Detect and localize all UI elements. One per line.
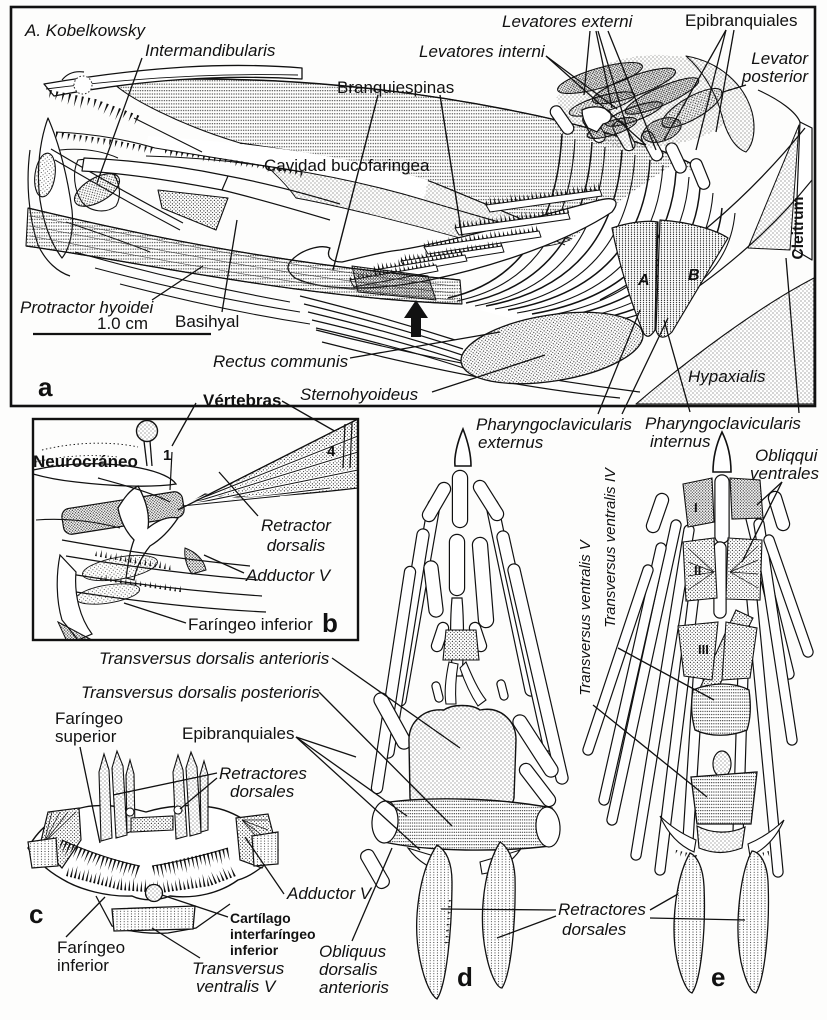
svg-text:II: II	[694, 563, 701, 578]
svg-text:Pharyngoclavicularis: Pharyngoclavicularis	[645, 414, 801, 433]
svg-text:Transversus: Transversus	[192, 959, 285, 978]
svg-text:Cleitrum: Cleitrum	[790, 197, 807, 260]
svg-text:dorsalis: dorsalis	[267, 536, 326, 555]
svg-text:Faríngeo: Faríngeo	[57, 938, 125, 957]
svg-text:Sternohyoideus: Sternohyoideus	[300, 385, 419, 404]
svg-text:interfaríngeo: interfaríngeo	[230, 926, 316, 942]
svg-text:Branquiespinas: Branquiespinas	[337, 78, 454, 97]
svg-text:d: d	[457, 962, 473, 992]
svg-text:Adductor V: Adductor V	[245, 566, 332, 585]
svg-text:externus: externus	[478, 433, 544, 452]
svg-text:ventralis V: ventralis V	[196, 977, 277, 996]
svg-text:Levatores interni: Levatores interni	[419, 42, 546, 61]
svg-text:Rectus communis: Rectus communis	[213, 352, 349, 371]
svg-text:Obliquus: Obliquus	[319, 942, 387, 961]
svg-text:c: c	[29, 899, 43, 929]
svg-text:Vértebras: Vértebras	[203, 391, 281, 410]
svg-text:Epibranquiales: Epibranquiales	[182, 724, 294, 743]
svg-text:Cavidad bucofaringea: Cavidad bucofaringea	[264, 156, 430, 175]
svg-text:Retractores: Retractores	[219, 764, 307, 783]
svg-text:Transversus dorsalis anteriori: Transversus dorsalis anterioris	[99, 649, 330, 668]
svg-text:A. Kobelkowsky: A. Kobelkowsky	[24, 21, 146, 40]
svg-text:Protractor hyoidei: Protractor hyoidei	[20, 298, 154, 317]
svg-text:III: III	[698, 642, 709, 657]
svg-text:B: B	[688, 267, 700, 284]
svg-text:Adductor V: Adductor V	[286, 884, 373, 903]
svg-text:Faríngeo: Faríngeo	[55, 709, 123, 728]
svg-text:Intermandibularis: Intermandibularis	[145, 41, 276, 60]
svg-text:a: a	[38, 372, 53, 402]
svg-text:Transversus ventralis IV: Transversus ventralis IV	[602, 466, 619, 628]
svg-text:Hypaxialis: Hypaxialis	[688, 367, 766, 386]
svg-text:1: 1	[163, 447, 171, 464]
svg-text:posterior: posterior	[741, 67, 809, 86]
svg-text:ventrales: ventrales	[750, 464, 819, 483]
svg-text:internus: internus	[650, 432, 711, 451]
svg-text:Levatores externi: Levatores externi	[502, 12, 634, 31]
svg-text:Faríngeo inferior: Faríngeo inferior	[188, 615, 313, 634]
svg-text:dorsalis: dorsalis	[319, 960, 378, 979]
svg-text:Retractor: Retractor	[261, 516, 332, 535]
svg-text:Neurocráneo: Neurocráneo	[33, 452, 138, 471]
svg-text:Pharyngoclavicularis: Pharyngoclavicularis	[476, 415, 632, 434]
svg-text:inferior: inferior	[230, 942, 279, 958]
svg-text:4: 4	[327, 443, 336, 460]
svg-text:dorsales: dorsales	[562, 920, 627, 939]
svg-text:Basihyal: Basihyal	[175, 312, 239, 331]
svg-text:Levator: Levator	[751, 49, 809, 68]
svg-text:I: I	[694, 500, 698, 515]
svg-text:Transversus dorsalis posterior: Transversus dorsalis posterioris	[81, 683, 320, 702]
svg-text:Obliqqui: Obliqqui	[755, 446, 819, 465]
svg-text:dorsales: dorsales	[230, 782, 295, 801]
svg-text:A: A	[637, 272, 650, 289]
svg-text:Retractores: Retractores	[558, 900, 646, 919]
svg-text:superior: superior	[55, 727, 117, 746]
svg-text:inferior: inferior	[57, 956, 109, 975]
svg-text:b: b	[322, 608, 338, 638]
svg-text:Epibranquiales: Epibranquiales	[685, 11, 797, 30]
svg-text:Cartílago: Cartílago	[230, 910, 291, 926]
svg-text:anterioris: anterioris	[319, 978, 389, 997]
svg-text:e: e	[711, 962, 725, 992]
svg-text:1.0 cm: 1.0 cm	[97, 314, 148, 333]
svg-text:Transversus ventralis V: Transversus ventralis V	[577, 538, 594, 696]
